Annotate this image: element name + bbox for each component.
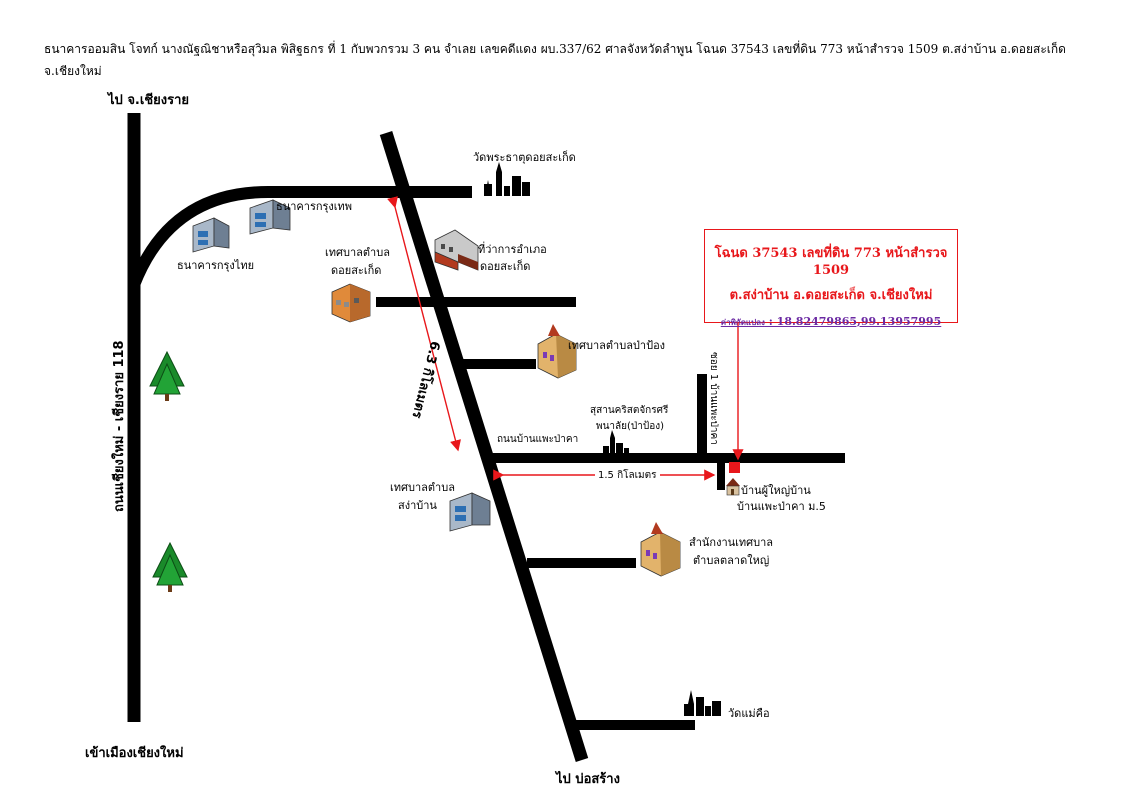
label-to-bosang: ไป บ่อสร้าง: [556, 772, 620, 787]
header-text: ธนาคารออมสิน โจทก์ นางณัฐณิชาหรือสุวิมล …: [44, 42, 1066, 78]
municipality-building-icon: [640, 522, 681, 577]
label-to-chiangrai: ไป จ.เชียงราย: [108, 93, 190, 108]
label-cemetery-line2: พนาลัย(ป่าป้อง): [596, 421, 665, 432]
label-sa-nga-ban-municipality-line2: สง่าบ้าน: [398, 499, 437, 512]
label-to-chiangmai-city: เข้าเมืองเชียงใหม่: [85, 746, 184, 761]
label-headman-house-line2: บ้านแพะป่าคา ม.5: [737, 500, 826, 513]
curved-road: [128, 186, 472, 288]
label-distance-1-5km: 1.5 กิโลเมตร: [595, 468, 660, 483]
label-cemetery-line1: สุสานคริสตจักรศรี: [590, 405, 669, 416]
property-marker: [729, 462, 740, 473]
bank-building-icon: [192, 217, 230, 253]
municipality-building-icon: [331, 283, 371, 323]
temple-silhouette-icon: [684, 690, 721, 716]
temple-silhouette-icon: [484, 162, 530, 196]
label-district-office-line2: ดอยสะเก็ด: [480, 260, 531, 273]
label-talat-yai-line1: สำนักงานเทศบาล: [689, 536, 774, 549]
municipality-building-icon: [537, 324, 577, 379]
label-talat-yai-line2: ตำบลตลาดใหญ่: [693, 554, 770, 567]
distance-arrow-6-3km: [387, 196, 461, 452]
coordinate-link[interactable]: ค่าพิกัดแปลง : 18.82479865,99.13957995: [705, 315, 957, 329]
label-wat-phra-that-doi-saket: วัดพระธาตุดอยสะเก็ด: [473, 151, 576, 164]
label-road-ban-phae-pa-kha: ถนนบ้านแพะป่าคา: [497, 434, 579, 445]
label-headman-house-line1: บ้านผู้ใหญ่บ้าน: [741, 484, 811, 497]
label-pa-pong-municipality: เทศบาลตำบลป่าป้อง: [568, 339, 666, 352]
label-wat-mae-khue: วัดแม่คือ: [728, 707, 770, 720]
label-district-office-line1: ที่ว่าการอำเภอ: [478, 243, 547, 256]
label-highway-118: ถนนเชียงใหม่ - เชียงราย 118: [112, 340, 127, 512]
callout-line2: ต.สง่าบ้าน อ.ดอยสะเก็ด จ.เชียงใหม่: [729, 288, 933, 303]
municipality-building-icon: [449, 492, 491, 532]
house-icon: [726, 478, 740, 496]
label-doi-saket-municipality-line1: เทศบาลตำบล: [325, 246, 390, 259]
church-silhouette-icon: [603, 430, 629, 454]
district-office-building-icon: [434, 229, 479, 271]
label-doi-saket-municipality-line2: ดอยสะเก็ด: [331, 264, 382, 277]
tree-icon: [149, 350, 185, 401]
bank-building-icon: [249, 199, 291, 235]
label-bangkok-bank: ธนาคารกรุงเทพ: [276, 200, 353, 213]
label-soi-1: ซอย 1 บ้านแพะป่าคา: [708, 352, 719, 445]
coordinate-value: : 18.82479865,99.13957995: [764, 315, 942, 328]
label-sa-nga-ban-municipality-line1: เทศบาลตำบล: [390, 481, 455, 494]
title-deed-callout: โฉนด 37543 เลขที่ดิน 773 หน้าสำรวจ 1509 …: [704, 229, 958, 328]
callout-line1: โฉนด 37543 เลขที่ดิน 773 หน้าสำรวจ 1509: [714, 246, 948, 278]
label-krungthai-bank: ธนาคารกรุงไทย: [177, 259, 255, 272]
tree-icon: [152, 541, 188, 592]
coordinate-label: ค่าพิกัดแปลง: [720, 317, 765, 327]
